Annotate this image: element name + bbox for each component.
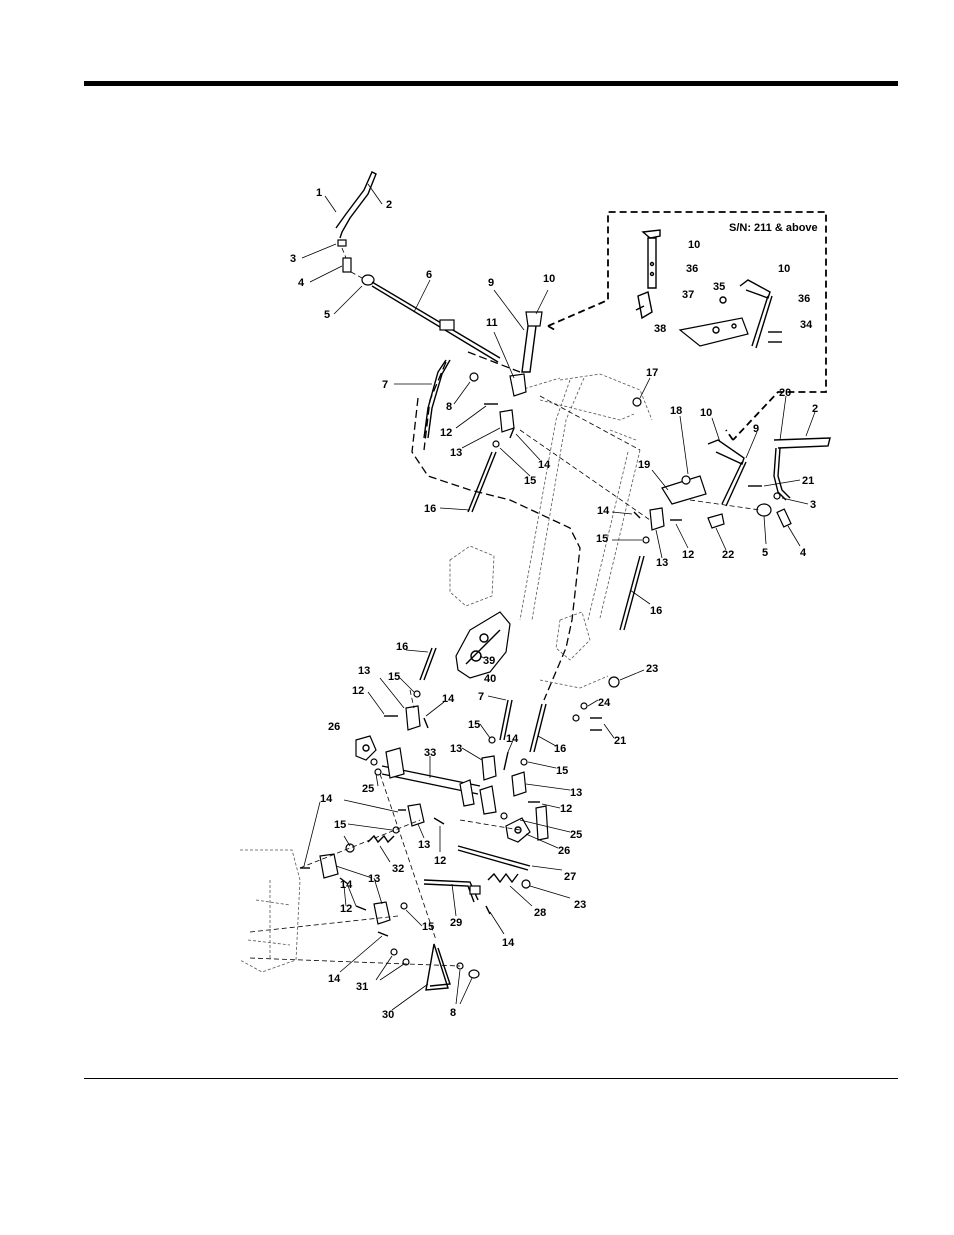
center-bracket [456, 612, 510, 678]
callout-11: 11 [486, 317, 498, 329]
callout-10-right: 10 [700, 407, 712, 419]
callout-14-bottom-center: 14 [502, 937, 515, 949]
callout-35: 35 [713, 281, 725, 293]
callout-36-inset: 36 [686, 263, 698, 275]
callout-40: 40 [484, 673, 496, 685]
callout-8: 8 [446, 401, 452, 413]
callout-14-lower-left: 14 [340, 879, 353, 891]
callout-12-right: 12 [682, 549, 694, 561]
callout-12: 12 [440, 427, 452, 439]
callout-15-right: 15 [596, 533, 608, 545]
callout-26-left: 26 [328, 721, 340, 733]
callout-12-lower: 12 [560, 803, 572, 815]
callout-30: 30 [382, 1009, 394, 1021]
callout-6: 6 [426, 269, 432, 281]
callout-20: 20 [779, 387, 791, 399]
callout-13-center: 13 [450, 743, 462, 755]
callout-14-center: 14 [506, 733, 519, 745]
callout-15-lower: 15 [556, 765, 568, 777]
callout-16-left: 16 [396, 641, 408, 653]
callout-12-left: 12 [352, 685, 364, 697]
callout-22: 22 [722, 549, 734, 561]
callout-8-bottom: 8 [450, 1007, 456, 1019]
callout-16-right: 16 [650, 605, 662, 617]
callout-25-left: 25 [362, 783, 374, 795]
callout-37: 37 [682, 289, 694, 301]
callout-34: 34 [800, 319, 813, 331]
callout-21: 21 [802, 475, 814, 487]
callout-13-lower: 13 [570, 787, 582, 799]
callout-10-inset: 10 [688, 239, 700, 251]
callout-14: 14 [538, 459, 551, 471]
callout-18: 18 [670, 405, 682, 417]
callout-25-right: 25 [570, 829, 582, 841]
callout-labels: 1 2 3 4 5 6 7 8 9 10 11 12 13 14 15 16 1… [290, 187, 818, 1021]
callout-10: 10 [543, 273, 555, 285]
callout-27: 27 [564, 871, 576, 883]
callout-9-right: 9 [753, 423, 759, 435]
callout-3-right: 3 [810, 499, 816, 511]
callout-16: 16 [424, 503, 436, 515]
callout-26-right: 26 [558, 845, 570, 857]
callout-4-right: 4 [800, 547, 807, 559]
callout-14-far-left: 14 [320, 793, 333, 805]
handle-outline [240, 352, 652, 972]
inset-serial-label: S/N: 211 & above [729, 222, 818, 234]
callout-15: 15 [524, 475, 536, 487]
callout-13: 13 [450, 447, 462, 459]
callout-1: 1 [316, 187, 322, 199]
callout-9: 9 [488, 277, 494, 289]
callout-3: 3 [290, 253, 296, 265]
callout-13-left: 13 [358, 665, 370, 677]
callout-33: 33 [424, 747, 436, 759]
callout-24: 24 [598, 697, 611, 709]
callout-7: 7 [382, 379, 388, 391]
callout-7-lower: 7 [478, 691, 484, 703]
callout-12-lower-left: 12 [340, 903, 352, 915]
callout-15-center: 15 [468, 719, 480, 731]
callout-12-mid-left: 12 [434, 855, 446, 867]
callout-2: 2 [386, 199, 392, 211]
callout-19: 19 [638, 459, 650, 471]
callout-38: 38 [654, 323, 666, 335]
callout-39: 39 [483, 655, 495, 667]
callout-13-lower-left: 13 [368, 873, 380, 885]
callout-23-lower: 23 [574, 899, 586, 911]
callout-15-far-left: 15 [334, 819, 346, 831]
callout-15-left: 15 [388, 671, 400, 683]
callout-31: 31 [356, 981, 368, 993]
callout-15-lower-left: 15 [422, 921, 434, 933]
callout-32: 32 [392, 863, 404, 875]
callout-2-right: 2 [812, 403, 818, 415]
callout-28: 28 [534, 907, 546, 919]
callout-14-bottom-left: 14 [328, 973, 341, 985]
left-lever-assembly [302, 172, 548, 512]
callout-5: 5 [324, 309, 330, 321]
callout-14-left: 14 [442, 693, 455, 705]
callout-29: 29 [450, 917, 462, 929]
callout-21-lower: 21 [614, 735, 626, 747]
callout-36-inset-right: 36 [798, 293, 810, 305]
callout-16-lower: 16 [554, 743, 566, 755]
callout-4: 4 [298, 277, 305, 289]
callout-13-right: 13 [656, 557, 668, 569]
callout-10-inset-right: 10 [778, 263, 790, 275]
callout-23: 23 [646, 663, 658, 675]
callout-17: 17 [646, 367, 658, 379]
callout-5-right: 5 [762, 547, 768, 559]
callout-14-right: 14 [597, 505, 610, 517]
callout-13-mid-left: 13 [418, 839, 430, 851]
